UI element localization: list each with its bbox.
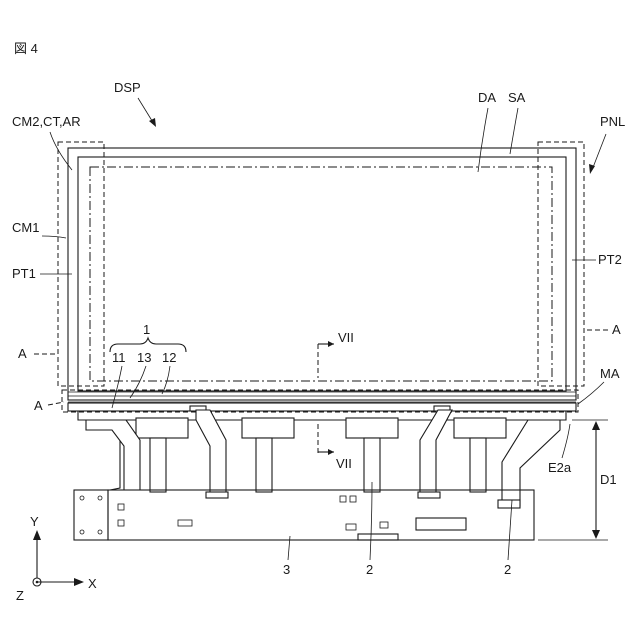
x-axis-arrow [74,578,84,586]
label-dsp: DSP [114,80,141,95]
flex-outer-left [86,420,140,490]
flex-outer-right-foot [498,500,520,508]
flex-head-2 [242,418,294,438]
leader-a-bottom [48,402,64,405]
region-a-right [538,142,584,386]
label-e2a: E2a [548,460,572,475]
dim-d1-arrow-bottom [592,530,600,539]
board-component-2 [340,496,346,502]
board-bracket [74,490,108,540]
label-a-right: A [612,322,621,337]
flex-head-4 [454,418,506,438]
label-11: 11 [112,350,126,365]
board-component-4 [380,522,388,528]
label-vii-lower: VII [336,456,352,471]
leader-sa [510,108,518,154]
axis-label-y: Y [30,514,39,529]
board-component-1 [346,524,356,530]
flex-head-1 [136,418,188,438]
label-3: 3 [283,562,290,577]
region-a-bottom [62,390,578,412]
flex-tail-4 [470,438,486,492]
leader-e2a [562,424,570,458]
z-axis-dot [36,581,39,584]
label-a-bottom: A [34,398,43,413]
circuit-board [108,490,534,540]
label-ma: MA [600,366,620,381]
display-area-outline [90,167,552,381]
board-connector [416,518,466,530]
section-arrow-upper-head [328,341,334,347]
board-component-6 [118,520,124,526]
label-cm2-ct-ar: CM2,CT,AR [12,114,81,129]
dim-d1-arrow-top [592,421,600,430]
flex-tail-2 [256,438,272,492]
label-2-center: 2 [366,562,373,577]
label-sa: SA [508,90,526,105]
leader-pnl [592,134,606,170]
flex-bent-1 [196,410,226,496]
leader-2-right [508,500,512,560]
label-12: 12 [162,350,176,365]
flex-foot-1 [206,492,228,498]
board-component-7 [118,504,124,510]
section-arrow-lower-head [328,449,334,455]
bracket-hole-4 [98,530,102,534]
leader-ma [578,382,604,404]
label-d1: D1 [600,472,617,487]
leader-13 [130,366,146,398]
terminal-strip [68,403,576,411]
label-da: DA [478,90,496,105]
label-vii-upper: VII [338,330,354,345]
flex-bent-2 [420,410,452,496]
flex-head-3 [346,418,398,438]
bracket-hole-2 [80,530,84,534]
flex-foot-2 [418,492,440,498]
leader-cm1 [42,236,66,238]
bracket-hole-3 [98,496,102,500]
board-component-5 [178,520,192,526]
leader-dsp-arrow [149,118,156,127]
bracket-hole-1 [80,496,84,500]
y-axis-arrow [33,530,41,540]
leader-cm2 [50,132,72,170]
axis-label-x: X [88,576,97,591]
leader-da [478,108,488,172]
board-edge-connector [358,534,398,540]
label-pt1: PT1 [12,266,36,281]
leader-2-center [370,482,372,560]
region-a-left [58,142,104,386]
label-a-left: A [18,346,27,361]
label-1: 1 [143,322,150,337]
label-13: 13 [137,350,151,365]
figure-title: 図 4 [14,41,38,56]
label-pt2: PT2 [598,252,622,267]
label-2-right: 2 [504,562,511,577]
flex-tail-1 [150,438,166,492]
label-cm1: CM1 [12,220,39,235]
board-component-3 [350,496,356,502]
axis-label-z: Z [16,588,24,603]
label-pnl: PNL [600,114,625,129]
